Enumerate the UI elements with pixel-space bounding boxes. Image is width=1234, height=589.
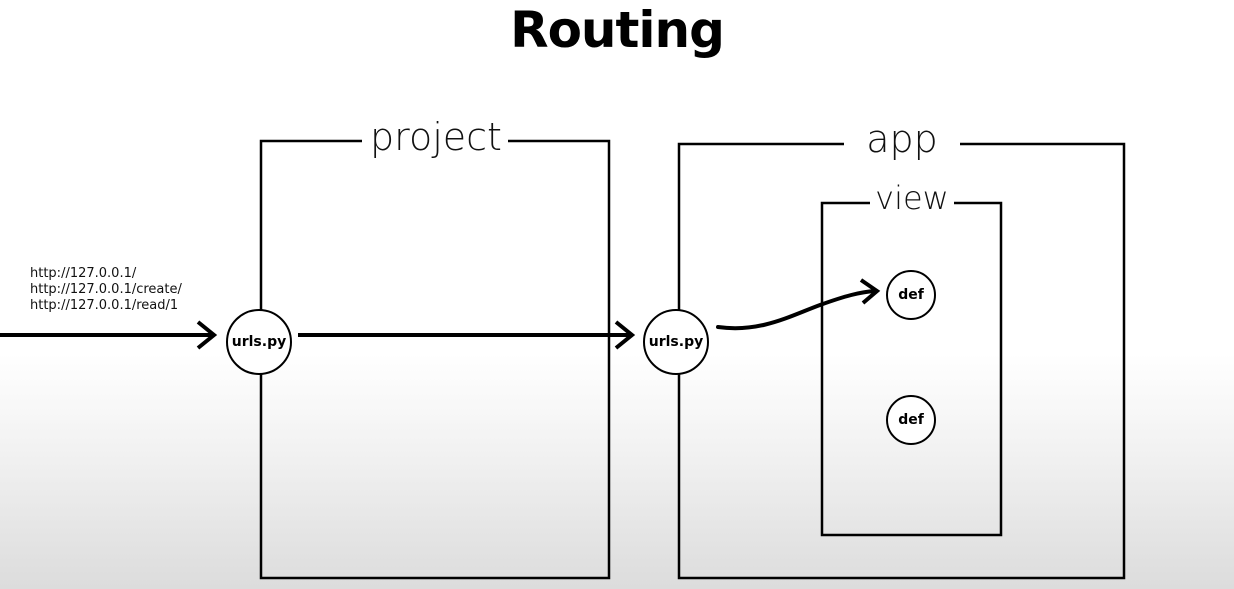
url-list: http://127.0.0.1/ http://127.0.0.1/creat… <box>30 266 220 314</box>
view-def-node: def <box>886 270 936 320</box>
app-box-label: app <box>866 117 938 161</box>
request-arrowhead <box>196 320 218 350</box>
url-item: http://127.0.0.1/ <box>30 266 137 281</box>
project-box <box>259 139 611 580</box>
app-box <box>677 142 1126 580</box>
url-item: http://127.0.0.1/create/ <box>30 282 182 297</box>
project-box-label: project <box>370 115 502 159</box>
view-box <box>820 201 1003 537</box>
view-box-label: view <box>875 179 949 217</box>
page-title: Routing <box>510 1 725 59</box>
app-to-def-arrowhead <box>859 278 881 305</box>
url-item: http://127.0.0.1/read/1 <box>30 298 179 313</box>
view-def-node: def <box>886 395 936 445</box>
app-to-def-arrow-curve <box>716 289 877 331</box>
project-urls-node: urls.py <box>226 309 292 375</box>
project-to-app-arrowhead <box>614 320 636 350</box>
app-urls-node: urls.py <box>643 309 709 375</box>
